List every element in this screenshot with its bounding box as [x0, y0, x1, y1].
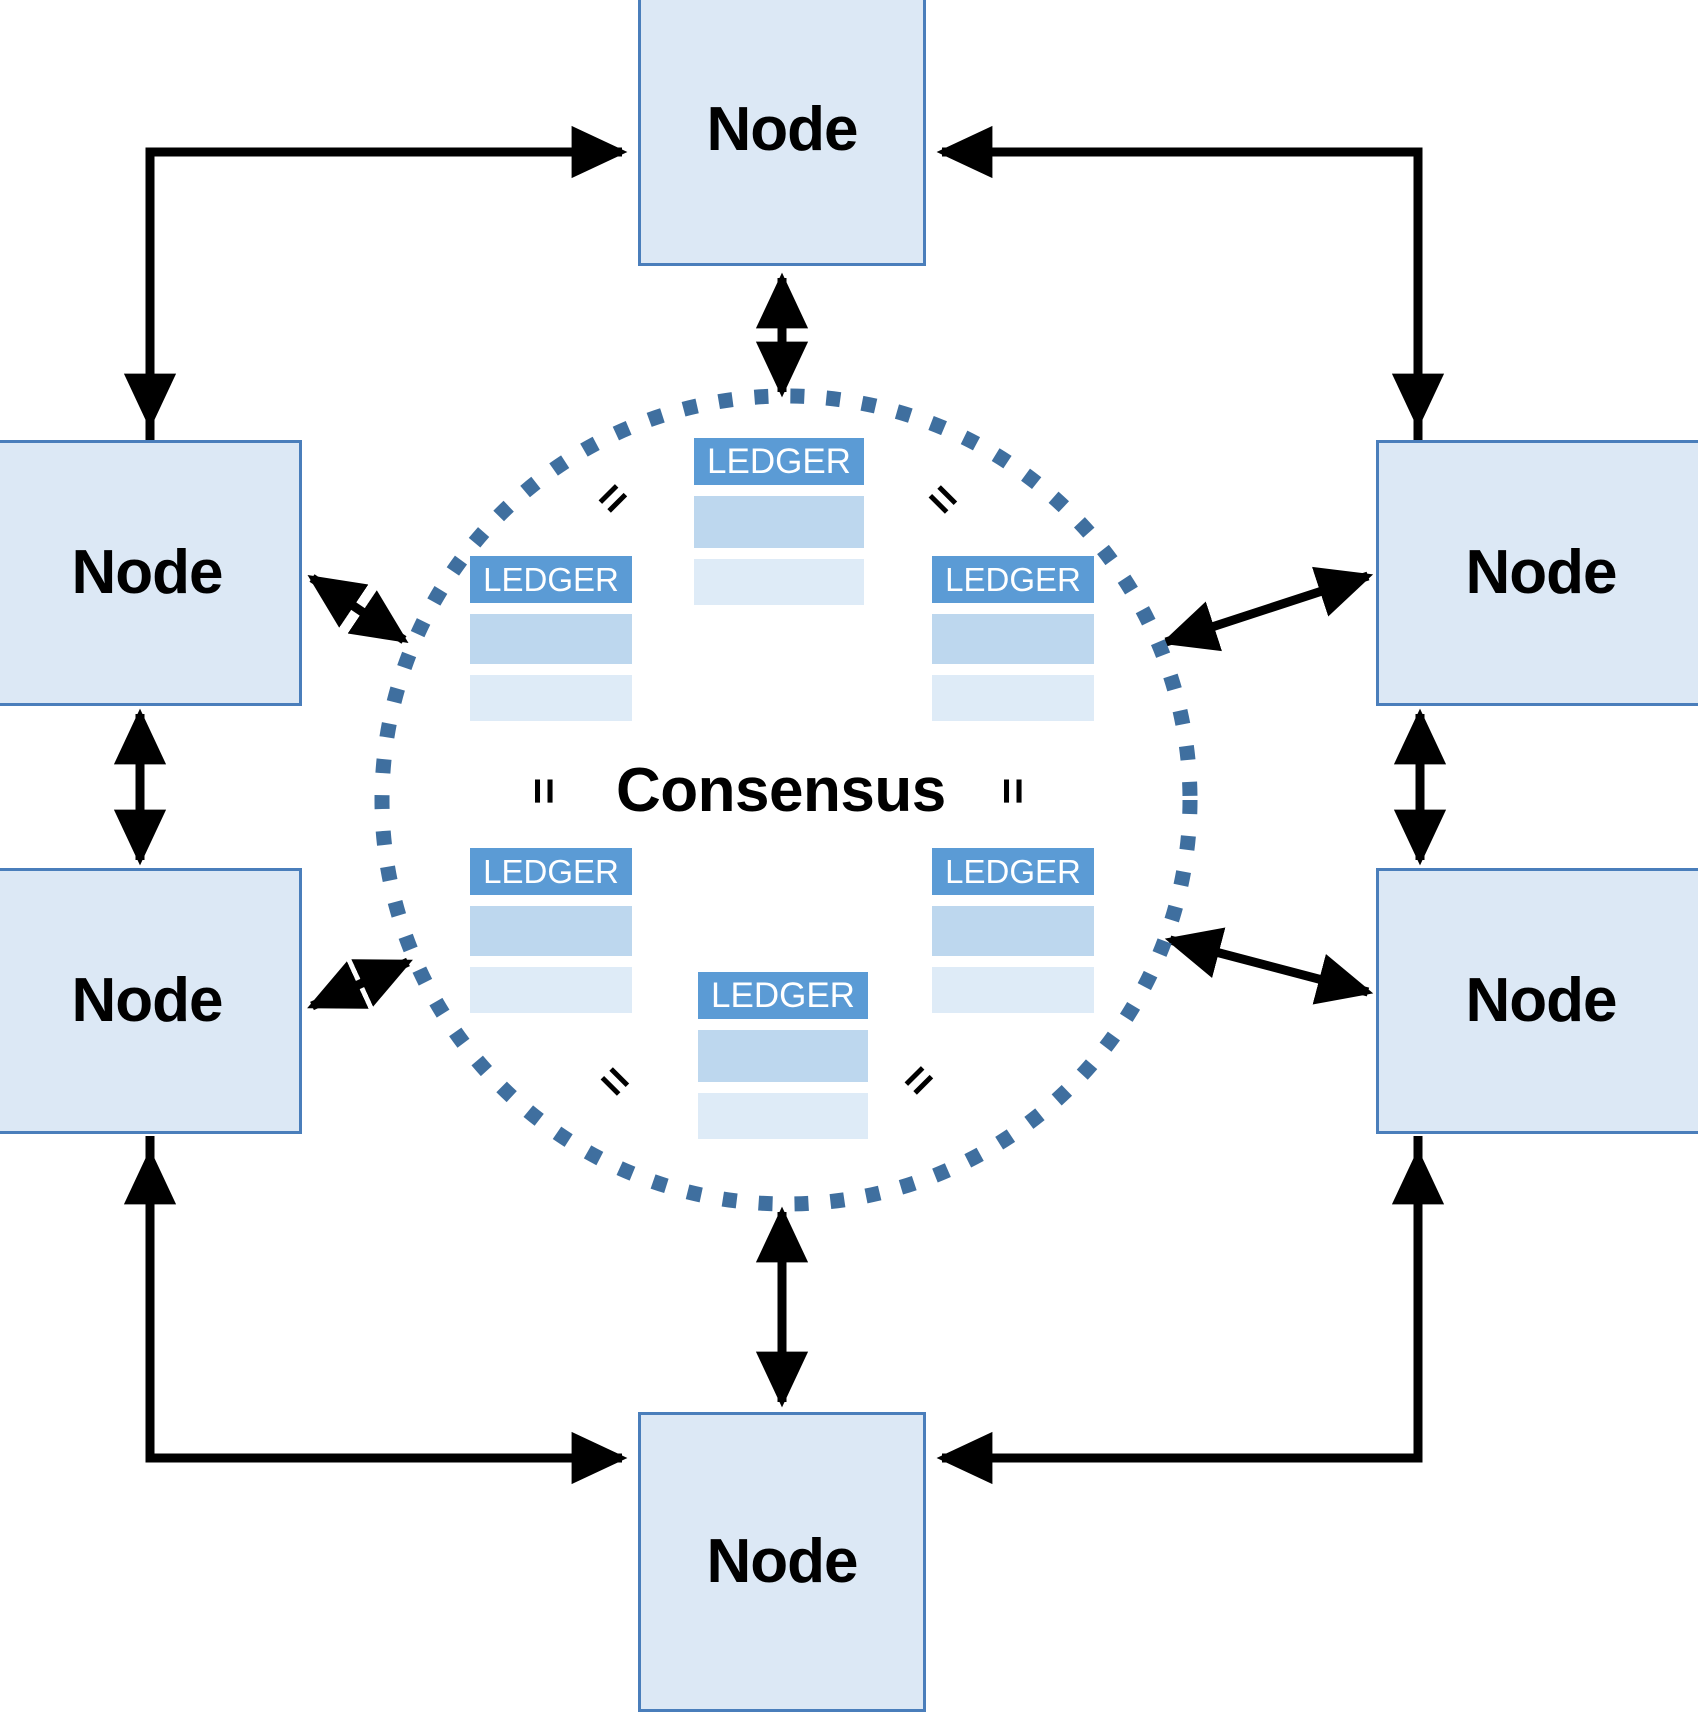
ledger-header: LEDGER: [694, 438, 864, 485]
ledger-row-light: [932, 967, 1094, 1013]
arrow-right-upper-to-top: [936, 125, 1423, 442]
ledger-row-dark: [932, 614, 1094, 664]
arrow-left-upper-to-circle: [307, 574, 409, 644]
ledger-stack-upper-right[interactable]: LEDGER: [932, 556, 1094, 721]
ledger-row-dark: [698, 1030, 868, 1082]
ledger-row-dark: [470, 614, 632, 664]
node-label: Node: [706, 1527, 859, 1596]
ledger-row-light: [694, 559, 864, 605]
arrow-left-lower-to-bottom: [145, 1136, 628, 1485]
equals-mark-mid-right: =: [987, 777, 1040, 805]
ledger-header: LEDGER: [932, 556, 1094, 603]
ledger-stack-bottom[interactable]: LEDGER: [698, 972, 868, 1139]
ledger-row-dark: [932, 906, 1094, 956]
ledger-row-dark: [694, 496, 864, 548]
ledger-stack-upper-left[interactable]: LEDGER: [470, 556, 632, 721]
ledger-header: LEDGER: [470, 556, 632, 603]
arrow-left-lower-to-circle: [307, 957, 413, 1011]
ledger-header: LEDGER: [932, 848, 1094, 895]
node-box-left-upper[interactable]: Node: [0, 440, 302, 706]
arrow-left-upper-to-top: [145, 125, 628, 442]
ledger-header: LEDGER: [698, 972, 868, 1019]
node-box-bottom[interactable]: Node: [638, 1412, 926, 1712]
node-box-right-upper[interactable]: Node: [1376, 440, 1698, 706]
ledger-row-light: [932, 675, 1094, 721]
ledger-stack-lower-left[interactable]: LEDGER: [470, 848, 632, 1013]
ledger-stack-top[interactable]: LEDGER: [694, 438, 864, 605]
node-box-right-lower[interactable]: Node: [1376, 868, 1698, 1134]
consensus-label: Consensus: [616, 756, 946, 825]
ledger-row-light: [470, 675, 632, 721]
ledger-row-light: [698, 1093, 868, 1139]
ledger-header: LEDGER: [470, 848, 632, 895]
node-label: Node: [1465, 538, 1618, 607]
node-box-top[interactable]: Node: [638, 0, 926, 266]
node-label: Node: [1465, 966, 1618, 1035]
arrow-right-lower-to-circle: [1164, 927, 1374, 1005]
node-label: Node: [71, 538, 224, 607]
ledger-row-light: [470, 967, 632, 1013]
node-label: Node: [71, 966, 224, 1035]
node-box-left-lower[interactable]: Node: [0, 868, 302, 1134]
arrow-right-lower-to-bottom: [936, 1136, 1423, 1485]
node-label: Node: [706, 95, 859, 164]
arrow-right-upper-to-circle: [1160, 566, 1374, 652]
consensus-circle: [374, 388, 1198, 1212]
ledger-row-dark: [470, 906, 632, 956]
ledger-stack-lower-right[interactable]: LEDGER: [932, 848, 1094, 1013]
equals-mark-mid-left: =: [518, 777, 571, 805]
